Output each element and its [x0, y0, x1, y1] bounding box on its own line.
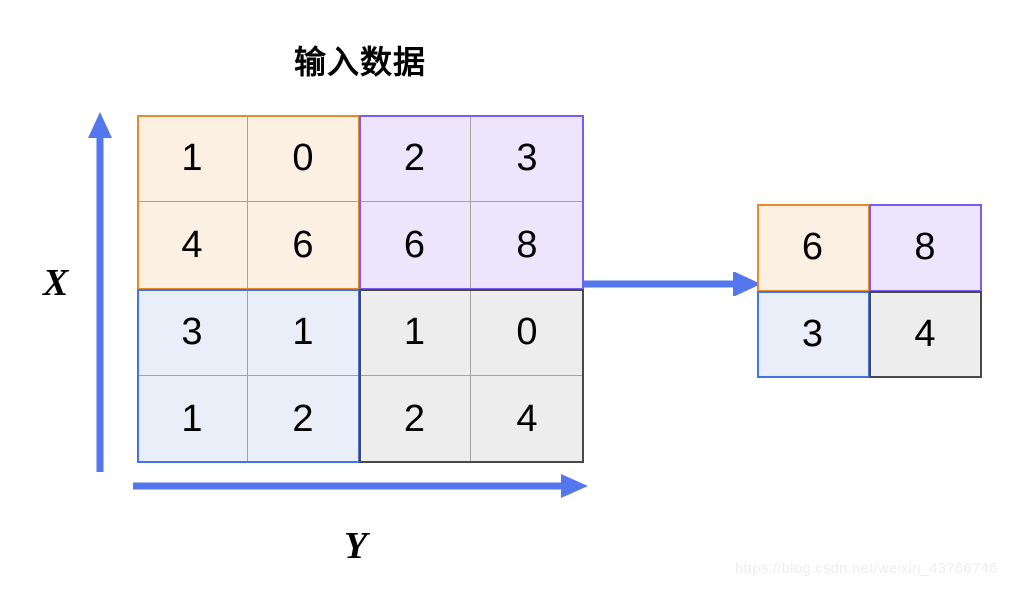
- input-cell-r3c2: 2: [359, 376, 471, 462]
- page-title: 输入数据: [293, 43, 426, 81]
- input-cell-r2c3: 0: [471, 289, 583, 376]
- output-cell-r1c0: 3: [757, 291, 869, 377]
- input-cell-r2c1: 1: [248, 289, 359, 376]
- output-cell-r1c1: 4: [869, 291, 981, 377]
- output-matrix: 6 8 3 4: [757, 204, 981, 377]
- watermark: https://blog.csdn.net/weixin_43766746: [735, 560, 998, 577]
- input-cell-r1c0: 4: [137, 202, 248, 289]
- input-cell-r0c0: 1: [137, 115, 248, 202]
- input-cell-r0c2: 2: [359, 115, 471, 202]
- output-cell-r0c1: 8: [869, 204, 981, 291]
- input-cell-r0c1: 0: [248, 115, 359, 202]
- input-cell-r3c3: 4: [471, 376, 583, 462]
- axis-label-y: Y: [344, 525, 368, 567]
- input-cell-r2c0: 3: [137, 289, 248, 376]
- axis-arrow-x: [88, 112, 112, 477]
- output-cell-r0c0: 6: [757, 204, 869, 291]
- input-cell-r2c2: 1: [359, 289, 471, 376]
- input-cell-r0c3: 3: [471, 115, 583, 202]
- input-cell-r3c0: 1: [137, 376, 248, 462]
- input-cell-r3c1: 2: [248, 376, 359, 462]
- input-cell-r1c1: 6: [248, 202, 359, 289]
- input-cell-r1c2: 6: [359, 202, 471, 289]
- axis-label-x: X: [43, 262, 69, 304]
- pooling-flow-arrow: [583, 271, 761, 301]
- axis-arrow-y: [133, 474, 588, 503]
- input-matrix: 1 0 2 3 4 6 6 8 3 1 1 0 1 2 2 4: [137, 115, 583, 462]
- input-cell-r1c3: 8: [471, 202, 583, 289]
